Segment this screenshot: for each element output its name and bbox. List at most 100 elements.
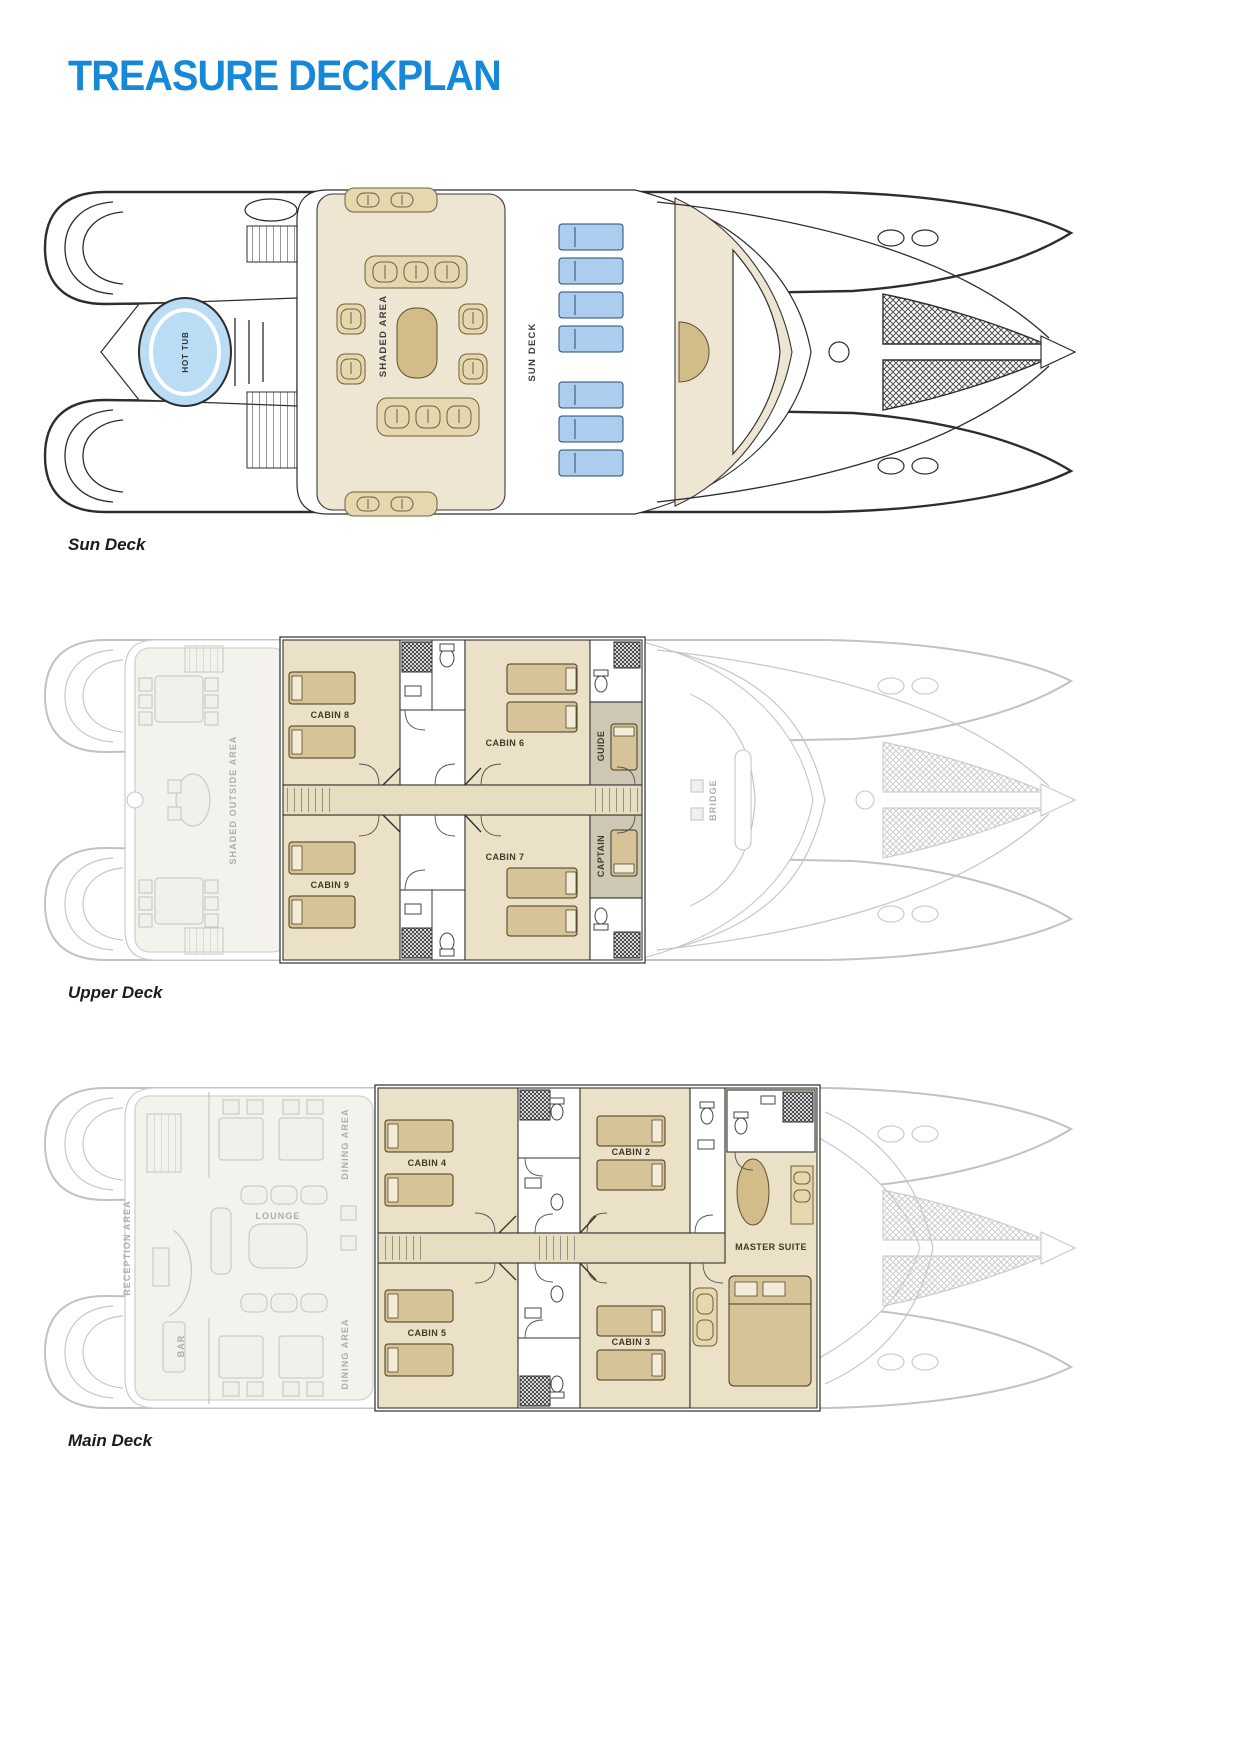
anchor-windlass	[828, 341, 850, 363]
main-deck-plan: DINING AREA LOUNGE RECEPTION AREA BAR DI…	[43, 1084, 1077, 1412]
salon-furniture-faded	[146, 1092, 357, 1404]
toilet	[550, 1285, 564, 1303]
swim-platform-steps-faded	[64, 1097, 124, 1399]
sun-deck-figure: HOT TUB	[35, 186, 1080, 555]
toilet	[439, 932, 455, 952]
cabin-4-room	[377, 1087, 519, 1234]
corridor	[282, 784, 643, 816]
side-deck-lines	[656, 201, 1050, 503]
toilet	[550, 1193, 564, 1211]
sun-deck-plan: HOT TUB	[43, 187, 1077, 517]
stairs-corridor-left	[381, 1236, 421, 1260]
bathroom-fixtures-top	[518, 1089, 580, 1234]
cabin-3-beds	[596, 1305, 666, 1381]
sink	[404, 685, 422, 697]
shaded-lounge-area: SHADED AREA	[316, 187, 506, 517]
cabin-5-beds	[384, 1289, 454, 1377]
cabin-block: CABIN 8 CABIN 9 CABIN 6 CABIN 7	[279, 636, 646, 964]
cabin-doors	[474, 1212, 608, 1284]
bench-seat-bottom	[344, 491, 438, 517]
cabin-8-label: CABIN 8	[311, 710, 350, 720]
ottoman	[736, 1158, 770, 1226]
shower	[401, 927, 433, 959]
toilet	[734, 1117, 748, 1135]
outdoor-furniture-faded	[126, 645, 224, 955]
dining-area-top-label: DINING AREA	[340, 1108, 350, 1179]
bridge-faded: BRIDGE	[689, 693, 756, 907]
shower	[519, 1089, 551, 1121]
sofa-top	[364, 255, 468, 289]
cabin-doors	[358, 763, 502, 837]
lounge-table	[248, 1223, 308, 1269]
bar-counter	[162, 1321, 186, 1373]
deck-hatches	[877, 229, 939, 475]
sink	[524, 1177, 542, 1189]
boarding-ladder-bottom	[246, 391, 304, 469]
bow-faded	[824, 1111, 1077, 1385]
cabin-9-beds	[288, 841, 356, 929]
cabin-9-room	[282, 814, 401, 961]
cabin-8-beds	[288, 671, 356, 759]
upper-deck-figure: SHADED OUTSIDE AREA BRIDGE	[35, 634, 1080, 1003]
sun-deck-label: SUN DECK	[527, 322, 538, 381]
captain-cabin-contents	[593, 814, 641, 959]
helm-seat	[678, 321, 710, 383]
sink	[404, 903, 422, 915]
bathroom-fixtures-bottom	[400, 814, 465, 960]
sofa	[692, 1287, 718, 1347]
stairs-corridor-right	[595, 788, 639, 812]
cabin-9-label: CABIN 9	[311, 880, 350, 890]
cabin-block: CABIN 4 CABIN 5 CABIN 2 CABIN 3	[374, 1084, 821, 1412]
sink	[697, 1139, 715, 1150]
coffee-table	[396, 307, 438, 379]
cabin-5-room	[377, 1262, 519, 1409]
swim-platform-steps	[64, 201, 124, 503]
shower	[782, 1091, 814, 1123]
sun-deck-caption: Sun Deck	[68, 535, 146, 554]
bow-nets	[882, 293, 1046, 411]
captain-label: CAPTAIN	[596, 835, 606, 877]
dresser	[790, 1165, 814, 1225]
shower	[401, 641, 433, 673]
shower	[613, 641, 641, 669]
reception-desk	[168, 1229, 192, 1317]
bridge-label: BRIDGE	[708, 779, 718, 821]
sun-loungers	[558, 223, 624, 477]
bathroom-fixtures-bottom	[518, 1262, 580, 1407]
swim-platform-steps-faded	[64, 649, 124, 951]
cabin-6-label: CABIN 6	[486, 738, 525, 748]
cabin-2-beds	[596, 1115, 666, 1191]
bathroom-fixtures-top	[400, 640, 465, 786]
sink	[760, 1095, 776, 1105]
cabin-3-label: CABIN 3	[612, 1337, 651, 1347]
toilet	[550, 1103, 564, 1121]
toilet	[439, 648, 455, 668]
windscreen	[732, 248, 781, 456]
cabin-7-beds	[506, 867, 578, 937]
shaded-area-label: SHADED AREA	[378, 295, 389, 378]
toilet	[594, 907, 608, 925]
sink	[524, 1307, 542, 1319]
main-deck-caption: Main Deck	[68, 1431, 153, 1450]
stern-locker	[244, 198, 298, 222]
upper-deck-plan: SHADED OUTSIDE AREA BRIDGE	[43, 636, 1077, 964]
bar-label: BAR	[176, 1335, 186, 1358]
stairs-corridor-left	[287, 788, 331, 812]
hot-tub-label: HOT TUB	[181, 331, 190, 372]
page-title: TREASURE DECKPLAN	[68, 52, 502, 100]
cabin-8-room	[282, 639, 401, 786]
shaded-outside-area-label: SHADED OUTSIDE AREA	[228, 735, 238, 864]
cabin-6-beds	[506, 663, 578, 733]
cabin-2-bathroom-fixtures	[694, 1101, 715, 1234]
bow-sprit	[1040, 335, 1077, 369]
cabin-7-label: CABIN 7	[486, 852, 525, 862]
armchairs-right	[458, 303, 488, 385]
toilet	[550, 1375, 564, 1393]
toilet	[700, 1107, 714, 1125]
bench-seat-top	[344, 187, 438, 213]
master-suite-label: MASTER SUITE	[735, 1242, 807, 1252]
cabin-4-label: CABIN 4	[408, 1158, 447, 1168]
main-deck-figure: DINING AREA LOUNGE RECEPTION AREA BAR DI…	[35, 1082, 1080, 1451]
guide-label: GUIDE	[596, 731, 606, 762]
stairs	[146, 1113, 182, 1173]
